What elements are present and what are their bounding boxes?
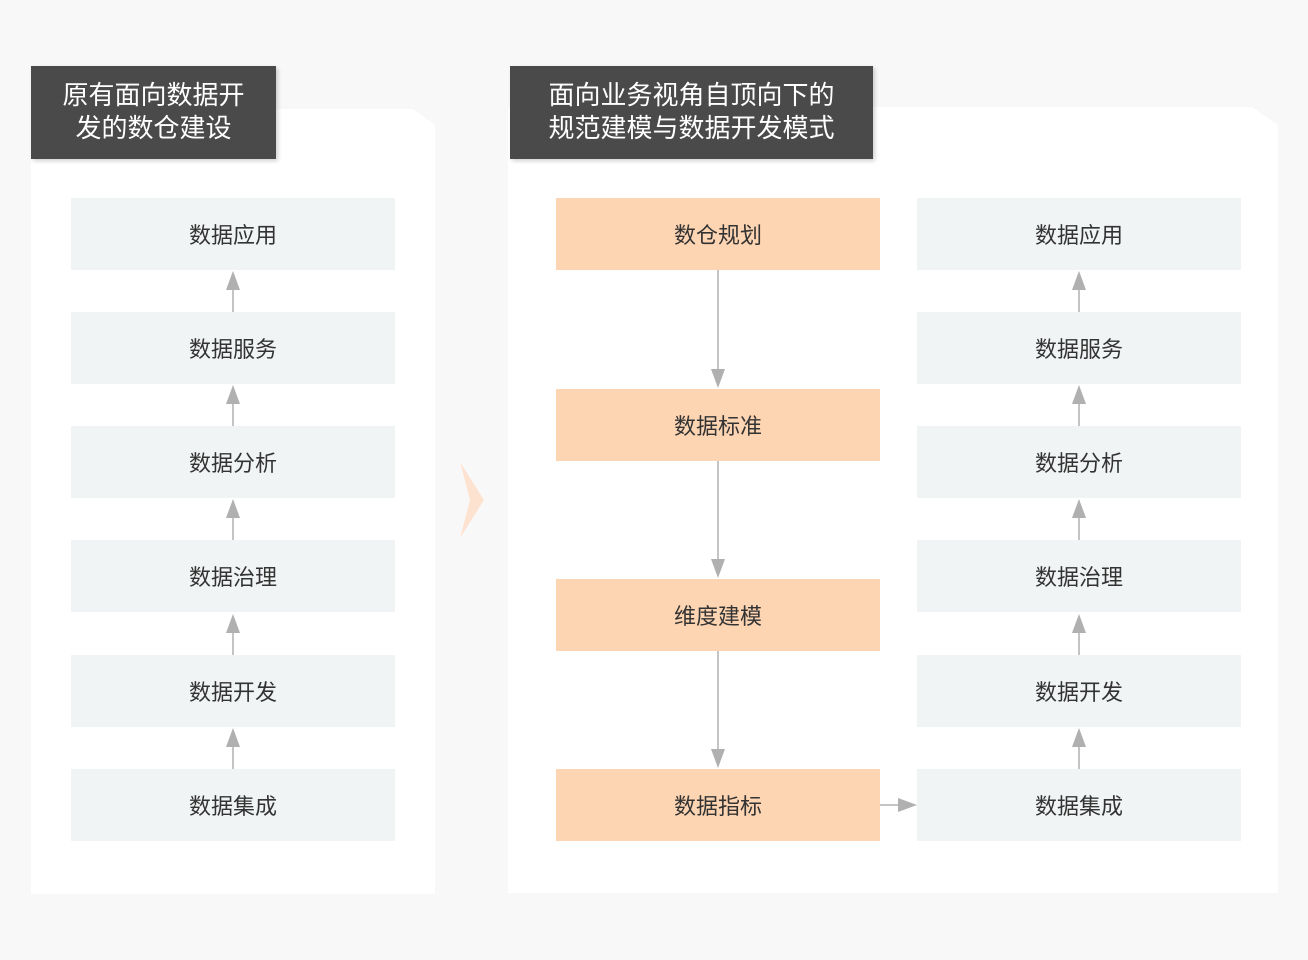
right-box-data-analysis: 数据分析 — [917, 426, 1241, 498]
left-arrow-governance-to-analysis — [226, 499, 240, 540]
left-arrow-service-to-application — [226, 271, 240, 312]
right-box-data-integration: 数据集成 — [917, 769, 1241, 841]
right-arrow-development-to-governance — [1072, 614, 1086, 655]
right-arrow-governance-to-analysis — [1072, 499, 1086, 540]
flow-arrow-modeling-to-metrics — [711, 651, 725, 768]
flow-box-data-standards: 数据标准 — [556, 389, 880, 461]
right-box-data-governance: 数据治理 — [917, 540, 1241, 612]
flow-box-warehouse-planning: 数仓规划 — [556, 198, 880, 270]
left-box-data-service: 数据服务 — [71, 312, 395, 384]
right-arrow-service-to-application — [1072, 271, 1086, 312]
flow-arrow-metrics-to-integration — [880, 798, 917, 812]
left-title-line-2: 发的数仓建设 — [75, 113, 232, 144]
left-arrow-analysis-to-service — [226, 385, 240, 426]
left-box-data-governance: 数据治理 — [71, 540, 395, 612]
right-box-data-service: 数据服务 — [917, 312, 1241, 384]
right-box-data-development: 数据开发 — [917, 655, 1241, 727]
right-title-line-2: 规范建模与数据开发模式 — [548, 113, 835, 144]
flow-arrow-planning-to-standards — [711, 270, 725, 388]
left-box-data-development: 数据开发 — [71, 655, 395, 727]
right-box-data-application: 数据应用 — [917, 198, 1241, 270]
left-title-line-1: 原有面向数据开 — [62, 80, 245, 111]
right-arrow-integration-to-development — [1072, 728, 1086, 769]
left-panel-title: 原有面向数据开 发的数仓建设 — [31, 66, 276, 159]
flow-arrow-standards-to-modeling — [711, 461, 725, 578]
left-arrow-development-to-governance — [226, 614, 240, 655]
right-panel-title: 面向业务视角自顶向下的 规范建模与数据开发模式 — [510, 66, 873, 159]
right-arrow-analysis-to-service — [1072, 385, 1086, 426]
left-arrow-integration-to-development — [226, 728, 240, 769]
right-title-line-1: 面向业务视角自顶向下的 — [548, 80, 835, 111]
flow-box-data-metrics: 数据指标 — [556, 769, 880, 841]
left-box-data-integration: 数据集成 — [71, 769, 395, 841]
left-box-data-analysis: 数据分析 — [71, 426, 395, 498]
flow-box-dimensional-modeling: 维度建模 — [556, 579, 880, 651]
chevron-right-icon — [460, 462, 484, 538]
left-box-data-application: 数据应用 — [71, 198, 395, 270]
